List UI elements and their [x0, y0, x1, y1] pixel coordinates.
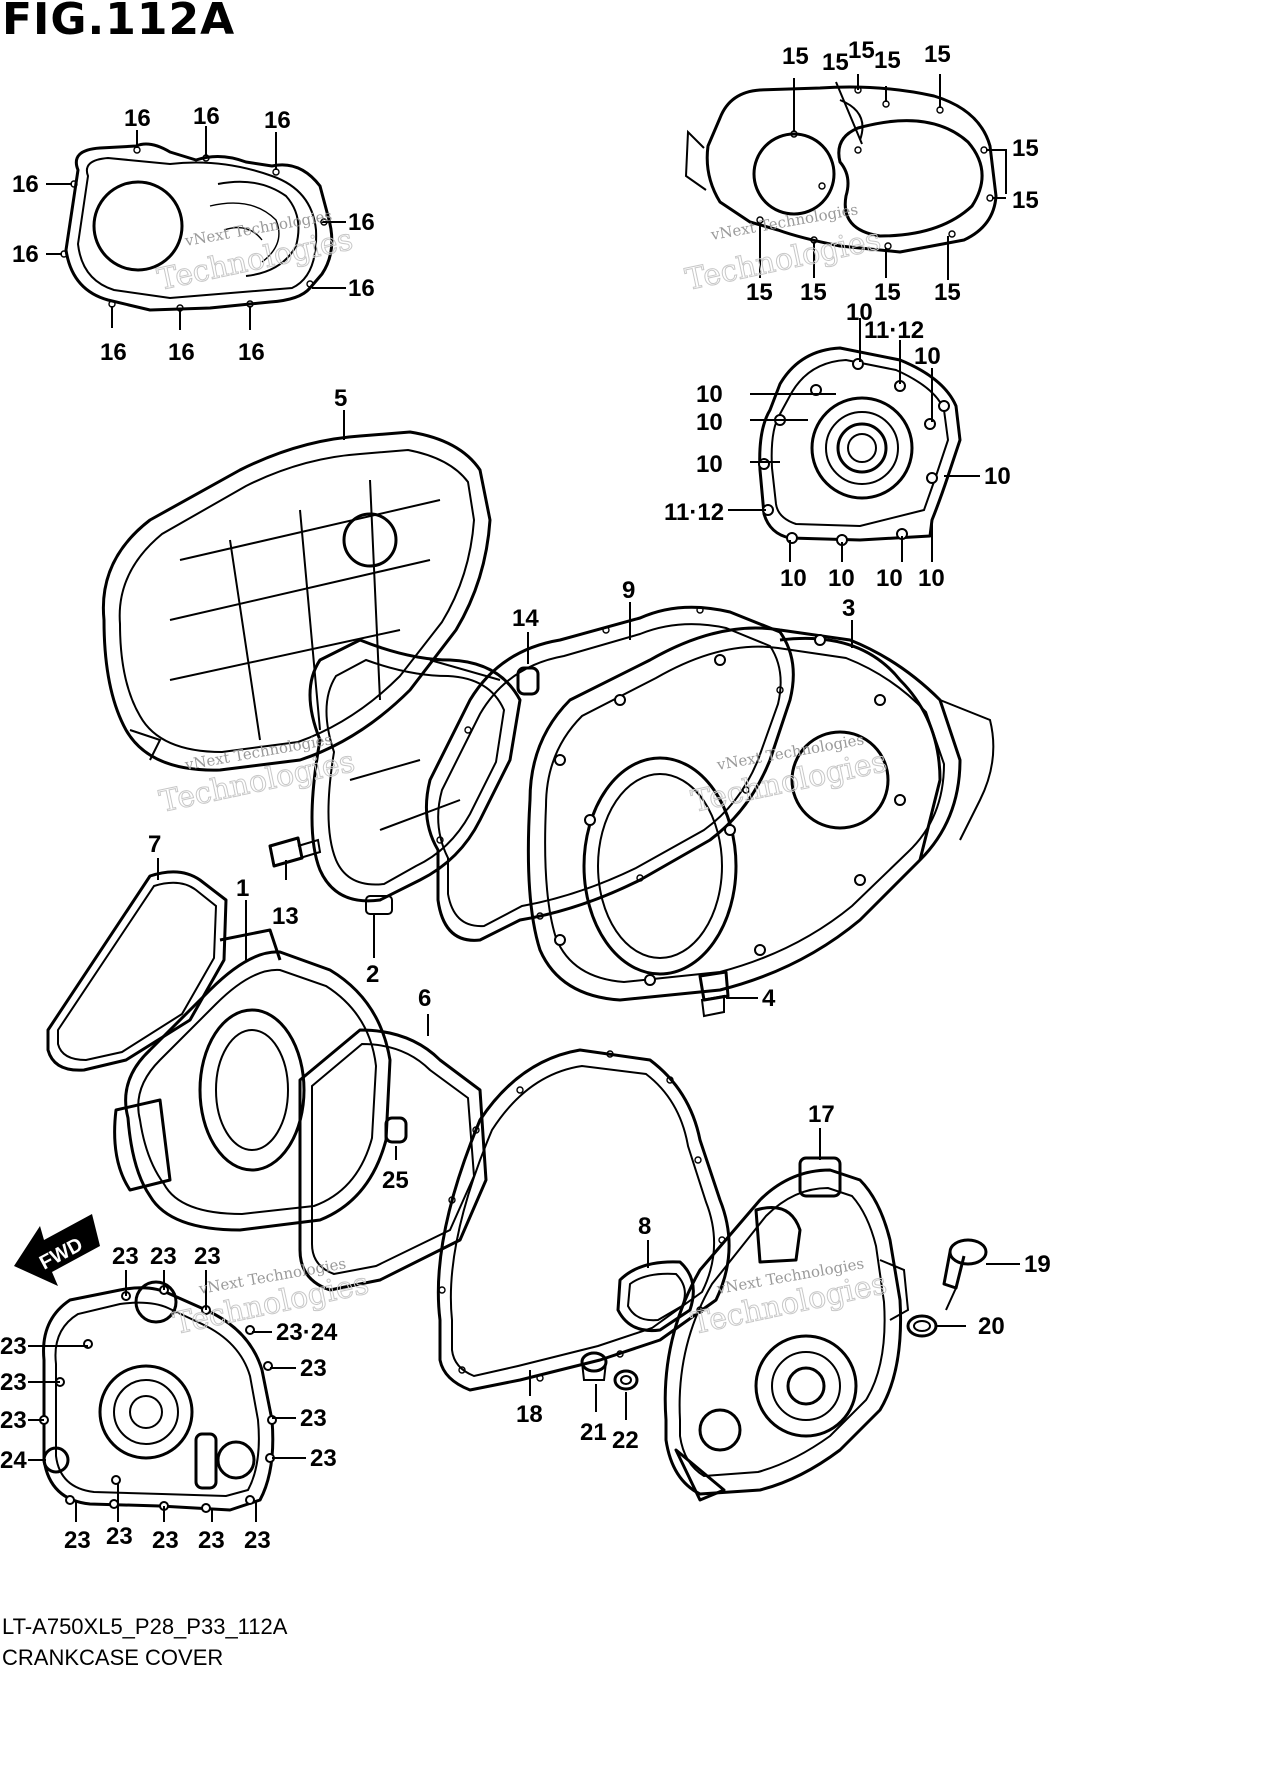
callout-8: 8 — [638, 1213, 651, 1240]
callout-15: 15 — [934, 279, 961, 306]
main-cover-3 — [526, 626, 995, 1002]
callout-15: 15 — [746, 279, 773, 306]
inner-gasket-2 — [308, 638, 522, 915]
callout-23: 23 — [244, 1527, 271, 1554]
callout-23: 23 — [106, 1523, 133, 1550]
callout-10: 10 — [914, 343, 941, 370]
callout-23: 23 — [310, 1445, 337, 1472]
callout-19: 19 — [1024, 1251, 1051, 1278]
fwd-arrow: FWD — [14, 1214, 100, 1286]
callout-16: 16 — [193, 103, 220, 130]
callout-10: 10 — [696, 451, 723, 478]
bolt-13 — [268, 836, 322, 868]
callout-11-12: 11·12 — [864, 317, 924, 344]
callout-23: 23 — [150, 1243, 177, 1270]
gasket-8 — [616, 1260, 695, 1333]
callout-15: 15 — [782, 43, 809, 70]
callout-13: 13 — [272, 903, 299, 930]
diagram-name: CRANKCASE COVER — [2, 1645, 224, 1670]
callout-23: 23 — [198, 1527, 225, 1554]
callout-23: 23 — [0, 1407, 27, 1434]
clutch-cover-small — [758, 346, 962, 546]
callout-16: 16 — [348, 275, 375, 302]
callout-16: 16 — [100, 339, 127, 366]
callout-23: 23 — [112, 1243, 139, 1270]
outer-cover-5 — [101, 430, 492, 772]
upper-gasket-right — [684, 85, 998, 254]
callout-16: 16 — [12, 241, 39, 268]
leader-lines — [28, 74, 1020, 1522]
callout-16: 16 — [348, 209, 375, 236]
callout-22: 22 — [612, 1427, 639, 1454]
diagram-code: LT-A750XL5_P28_P33_112A — [2, 1614, 288, 1639]
callout-10: 10 — [780, 565, 807, 592]
callout-10: 10 — [696, 381, 723, 408]
gasket-6 — [298, 1028, 488, 1292]
callout-23: 23 — [300, 1405, 327, 1432]
callout-14: 14 — [512, 605, 539, 632]
watermarks: vNext Technologies Technologies vNext Te… — [154, 200, 890, 1342]
callout-3: 3 — [842, 595, 855, 622]
callout-23-24: 23·24 — [276, 1319, 338, 1346]
callout-11-12: 11·12 — [664, 499, 724, 526]
callout-23: 23 — [194, 1243, 221, 1270]
callout-15: 15 — [924, 41, 951, 68]
callout-6: 6 — [418, 985, 431, 1012]
callout-10: 10 — [918, 565, 945, 592]
callout-7: 7 — [148, 831, 161, 858]
callout-1: 1 — [236, 875, 249, 902]
cover-17 — [663, 1156, 910, 1502]
callout-16: 16 — [238, 339, 265, 366]
gasket-18 — [436, 1048, 731, 1392]
upper-gasket-left — [60, 142, 334, 312]
callout-15: 15 — [1012, 187, 1039, 214]
callout-24: 24 — [0, 1447, 27, 1474]
figure-title: FIG.112A — [2, 0, 236, 45]
plug-21 — [580, 1351, 608, 1381]
callout-10: 10 — [846, 299, 873, 326]
washer-22 — [613, 1369, 639, 1391]
callouts: 16 16 16 16 16 16 16 16 16 16 15 15 15 1… — [0, 37, 1051, 1554]
lower-left-cover — [39, 1280, 277, 1513]
callout-20: 20 — [978, 1313, 1005, 1340]
callout-15: 15 — [1012, 135, 1039, 162]
callout-15: 15 — [874, 47, 901, 74]
callout-23: 23 — [64, 1527, 91, 1554]
callout-10: 10 — [828, 565, 855, 592]
callout-23: 23 — [300, 1355, 327, 1382]
callout-10: 10 — [696, 409, 723, 436]
callout-18: 18 — [516, 1401, 543, 1428]
callout-16: 16 — [264, 107, 291, 134]
dowel-pin-25 — [384, 1116, 408, 1144]
gasket-9 — [424, 605, 795, 942]
gasket-7 — [46, 870, 228, 1072]
dowel-pin-14 — [516, 666, 540, 696]
plug-4 — [698, 970, 730, 1018]
callout-17: 17 — [808, 1101, 835, 1128]
callout-15: 15 — [848, 37, 875, 64]
callout-23: 23 — [0, 1333, 27, 1360]
callout-10: 10 — [876, 565, 903, 592]
callout-15: 15 — [822, 49, 849, 76]
callout-15: 15 — [874, 279, 901, 306]
callout-23: 23 — [152, 1527, 179, 1554]
callout-16: 16 — [124, 105, 151, 132]
callout-4: 4 — [762, 985, 776, 1012]
callout-5: 5 — [334, 385, 347, 412]
callout-9: 9 — [622, 577, 635, 604]
callout-16: 16 — [168, 339, 195, 366]
callout-2: 2 — [366, 961, 379, 988]
o-ring-20 — [906, 1314, 938, 1338]
callout-23: 23 — [0, 1369, 27, 1396]
callout-16: 16 — [12, 171, 39, 198]
callout-15: 15 — [800, 279, 827, 306]
cover-1 — [113, 928, 392, 1232]
callout-10: 10 — [984, 463, 1011, 490]
callout-21: 21 — [580, 1419, 607, 1446]
oil-filler-cap-19 — [942, 1238, 988, 1311]
callout-25: 25 — [382, 1167, 409, 1194]
